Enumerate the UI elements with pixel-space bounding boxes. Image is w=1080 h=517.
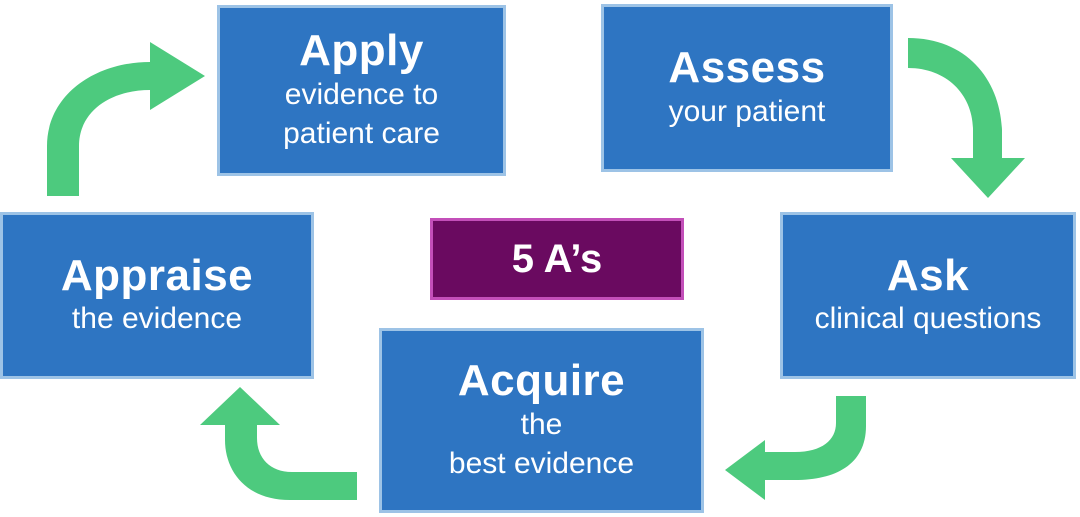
step-acquire-box: Acquire the best evidence <box>379 328 704 513</box>
step-ask-title: Ask <box>886 250 970 300</box>
arrow-assess-to-ask <box>908 38 1025 198</box>
step-apply-line-1: evidence to <box>284 77 439 111</box>
step-acquire-title: Acquire <box>457 356 626 406</box>
center-label: 5 A’s <box>511 236 603 281</box>
step-assess-line-1: your patient <box>668 94 826 128</box>
step-apply-line-2: patient care <box>283 116 440 150</box>
center-label-box: 5 A’s <box>430 218 684 300</box>
arrow-ask-to-acquire <box>725 396 866 500</box>
step-assess-box: Assess your patient <box>601 4 893 172</box>
arrow-acquire-to-appraise <box>200 387 357 500</box>
step-ask-box: Ask clinical questions <box>780 212 1076 379</box>
step-apply-box: Apply evidence to patient care <box>217 5 506 176</box>
step-acquire-line-1: the <box>520 407 563 441</box>
step-ask-line-1: clinical questions <box>814 302 1042 336</box>
step-apply-title: Apply <box>299 26 424 76</box>
step-appraise-title: Appraise <box>60 250 254 300</box>
step-assess-title: Assess <box>668 43 826 93</box>
step-appraise-line-1: the evidence <box>71 302 243 336</box>
step-appraise-box: Appraise the evidence <box>0 212 314 379</box>
arrow-appraise-to-apply <box>47 42 205 196</box>
step-acquire-line-2: best evidence <box>448 446 635 480</box>
